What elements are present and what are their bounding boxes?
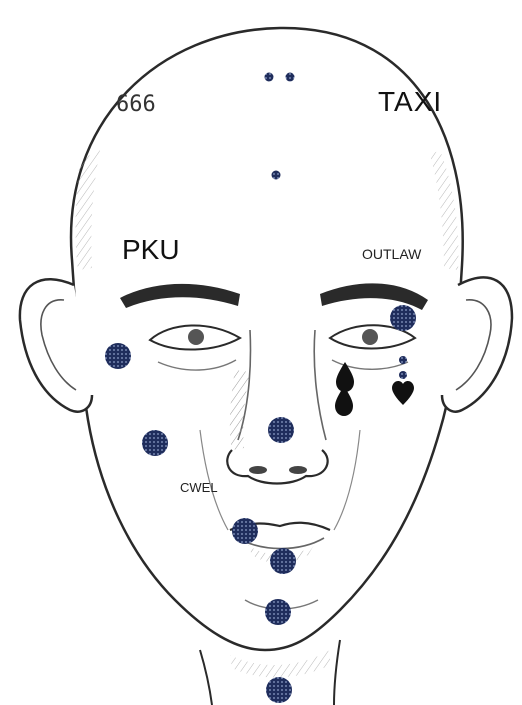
dot-icon <box>399 371 407 379</box>
dot-icon <box>399 356 407 364</box>
dot-icon <box>268 417 294 443</box>
dot-icon <box>390 305 416 331</box>
neck-left <box>200 650 212 705</box>
dot-icon <box>142 430 168 456</box>
jaw-shade <box>230 650 330 677</box>
dot-icon <box>272 171 281 180</box>
neck-right <box>334 640 340 705</box>
label-outlaw: OUTLAW <box>362 246 421 262</box>
dot-icon <box>286 73 295 82</box>
right-iris <box>362 329 378 345</box>
dot-icon <box>270 548 296 574</box>
dot-icon <box>265 73 274 82</box>
dot-icon <box>232 518 258 544</box>
label-cwel: CWEL <box>180 480 218 495</box>
right-nostril <box>289 466 307 474</box>
label-666: 666 <box>116 92 156 117</box>
dot-icon <box>265 599 291 625</box>
left-nostril <box>249 466 267 474</box>
left-iris <box>188 329 204 345</box>
dot-icon <box>105 343 131 369</box>
dot-icon <box>266 677 292 703</box>
label-taxi: TAXI <box>378 86 442 118</box>
label-pku: PKU <box>122 234 180 266</box>
